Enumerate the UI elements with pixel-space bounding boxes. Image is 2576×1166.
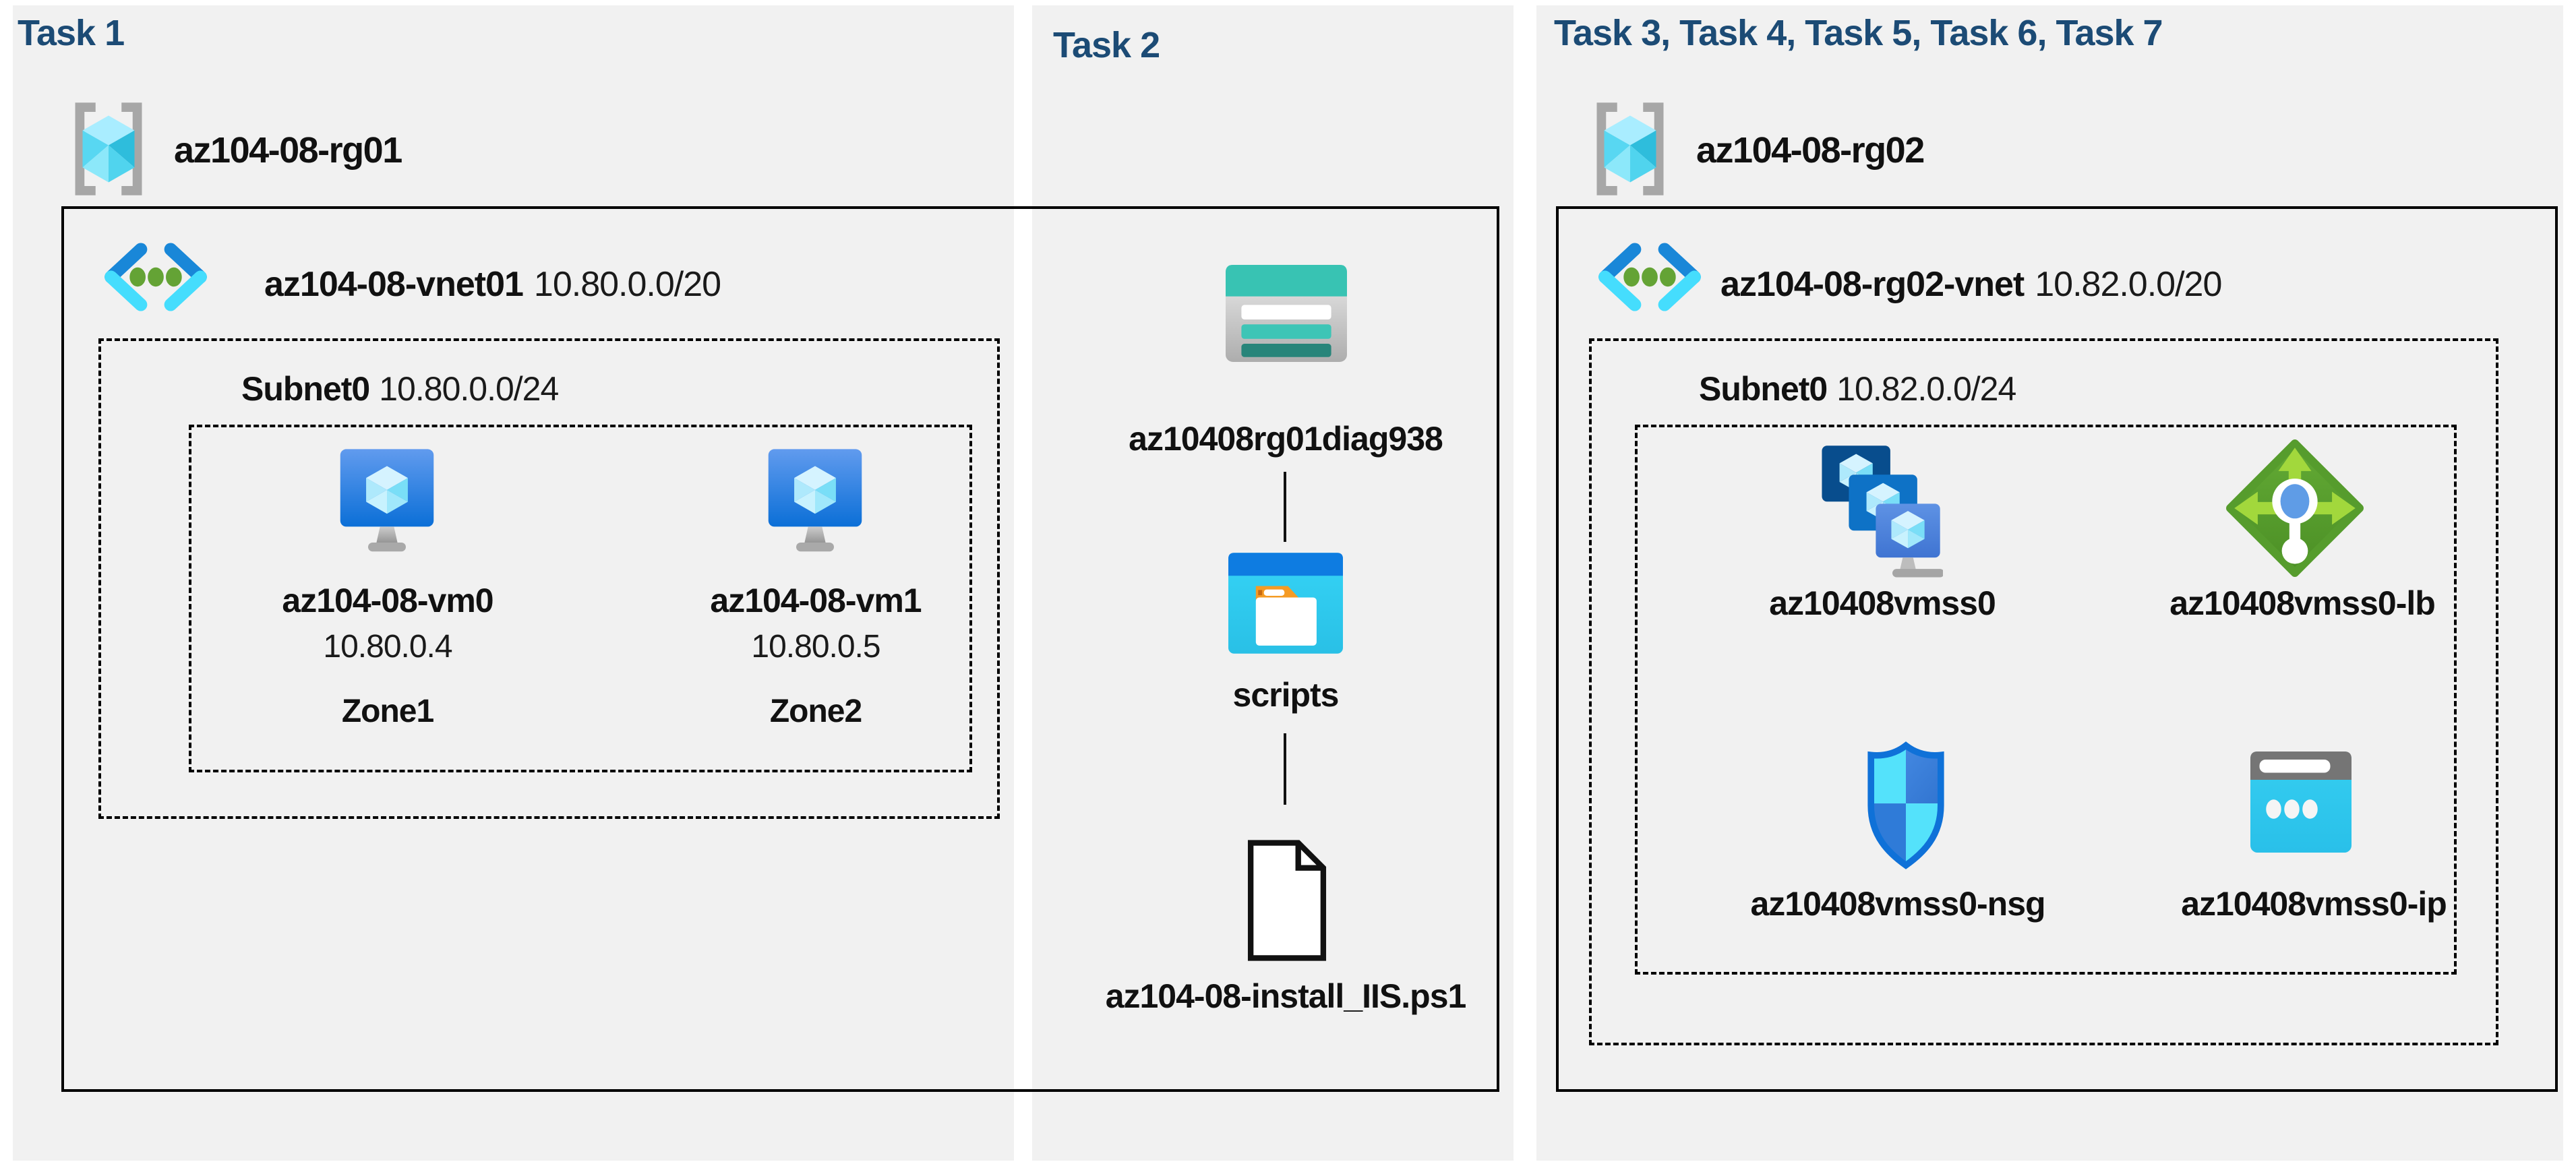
folder-container-icon [1228,553,1343,654]
resource-group-icon [1586,100,1675,198]
vm0-zone: Zone1 [341,694,434,729]
task2-title: Task 2 [1053,25,1160,65]
subnet0-box-task3 [1589,338,2498,1045]
task1-panel [13,5,1014,1161]
container-name: scripts [1232,676,1340,714]
vnet2-label: az104-08-rg02-vnet 10.82.0.0/20 [1720,264,2222,305]
vmss-name: az10408vmss0 [1769,584,1996,622]
vm0-ip: 10.80.0.4 [323,629,452,665]
load-balancer-name: az10408vmss0-lb [2169,584,2436,622]
subnet0-name-2: Subnet0 [1699,370,1828,408]
nsg-name: az10408vmss0-nsg [1750,885,2045,923]
vm1-zone: Zone2 [769,694,862,729]
connector-scripts-file [1284,733,1286,805]
vm-scale-set-icon [1815,439,1943,578]
subnet0-cidr-2: 10.82.0.0/24 [1836,370,2016,408]
vm1-ip: 10.80.0.5 [751,629,880,665]
task3-title: Task 3, Task 4, Task 5, Task 6, Task 7 [1554,13,2163,53]
connector-storage-scripts [1284,472,1286,542]
public-ip-icon [2250,751,2352,853]
virtual-network-icon [1596,240,1703,314]
vm0-name: az104-08-vm0 [282,582,493,619]
script-file-name: az104-08-install_IIS.ps1 [1105,977,1467,1015]
task1-title: Task 1 [18,13,125,53]
vnet2-cidr: 10.82.0.0/20 [2035,265,2222,304]
vmss-group-box [1635,425,2457,975]
virtual-network-icon [102,240,209,314]
task3-panel [1536,5,2563,1161]
storage-account-name: az10408rg01diag938 [1129,420,1443,458]
subnet0-name: Subnet0 [241,370,370,408]
vnet2-name: az104-08-rg02-vnet [1720,265,2025,304]
storage-account-icon [1226,264,1347,363]
vm-group-box [189,425,972,772]
resource-group-icon [64,100,153,198]
vnet1-cidr: 10.80.0.0/20 [533,265,721,304]
public-ip-name: az10408vmss0-ip [2181,885,2447,923]
subnet0-box-task1 [98,338,1000,819]
vnet1-name: az104-08-vnet01 [264,265,524,304]
resource-group-name: az104-08-rg01 [174,130,402,171]
vnet1-boundary-box [61,206,1499,1092]
virtual-machine-icon [337,446,437,559]
resource-group2-name: az104-08-rg02 [1696,130,1925,171]
network-security-group-icon [1856,739,1956,872]
file-icon [1243,838,1331,963]
vm1-name: az104-08-vm1 [710,582,922,619]
virtual-machine-icon [765,446,865,559]
load-balancer-icon [2226,438,2364,578]
subnet0-cidr: 10.80.0.0/24 [379,370,559,408]
vnet2-boundary-box [1556,206,2558,1092]
